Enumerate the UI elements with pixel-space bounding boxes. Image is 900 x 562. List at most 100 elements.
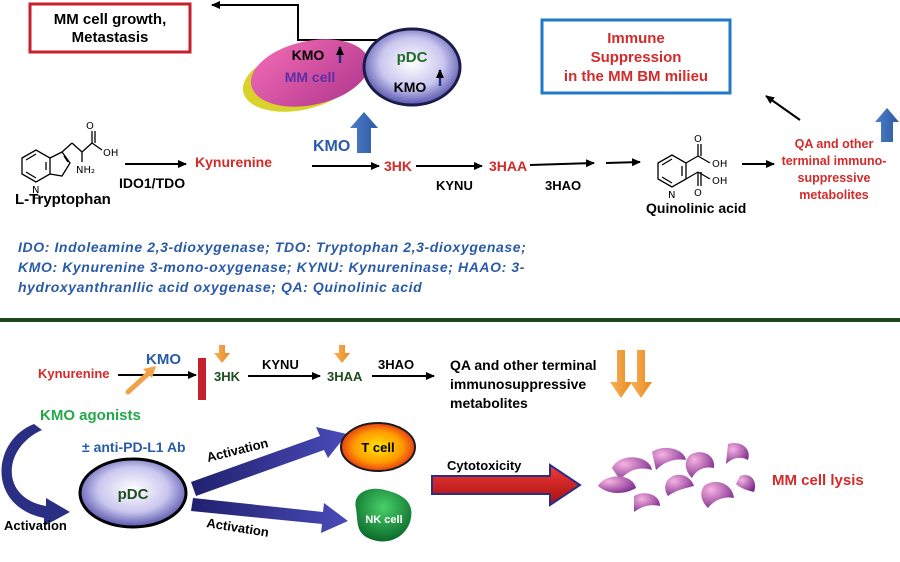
ido-tdo-label: IDO1/TDO <box>119 175 185 191</box>
quinolinic-o1-label: O <box>694 134 702 145</box>
tryptophan-oh-label: OH <box>103 148 118 159</box>
bottom-kynu-label: KYNU <box>262 357 299 372</box>
lysis-fragment <box>726 442 749 464</box>
mm-cell-kmo-label: KMO <box>292 47 325 63</box>
agonist-diagonal-arrow <box>125 369 153 395</box>
activation-nk-cell-arrow <box>191 498 348 533</box>
qa-up-arrow-icon <box>875 108 899 142</box>
bottom-qa-text: QA and other terminal immunosuppressive … <box>450 357 597 411</box>
activation-t-cell-arrow <box>191 427 347 496</box>
top-pdc-label: pDC <box>397 49 428 66</box>
bottom-qa-line-2: immunosuppressive <box>450 376 586 392</box>
abbreviation-line-3: hydroxyanthranllic acid oxygenase; QA: Q… <box>18 279 422 295</box>
tryptophan-atom-labels: O OH NH₂ N H <box>32 121 118 205</box>
top-3haa-label: 3HAA <box>489 158 527 174</box>
top-3hk-label: 3HK <box>384 158 412 174</box>
kmo-up-label: KMO <box>313 138 350 155</box>
top-kynurenine-label: Kynurenine <box>195 154 272 170</box>
qa-down-arrow-2 <box>630 350 652 398</box>
lysis-fragment <box>736 474 756 492</box>
to-quinolinic-arrow <box>605 158 641 167</box>
tryptophan-o-label: O <box>86 121 94 132</box>
tryptophan-nh2-label: NH₂ <box>76 165 95 176</box>
immune-box-border <box>540 18 732 95</box>
immune-box-line-3: in the MM BM milieu <box>564 68 708 85</box>
bottom-kynurenine-label: Kynurenine <box>38 366 110 381</box>
bottom-pdc-label: pDC <box>118 486 149 503</box>
tryptophan-pyrrole-ring <box>49 151 71 177</box>
nk-cell <box>355 488 412 542</box>
immune-box-line-1: Immune <box>607 30 665 47</box>
tryptophan-structure <box>21 131 103 183</box>
nk-cell-label: NK cell <box>365 514 402 526</box>
growth-box-line-1: MM cell growth, <box>54 11 167 28</box>
3haa-down-arrow-icon <box>334 345 350 363</box>
growth-box-border <box>28 2 192 54</box>
tryptophan-h-label: H <box>33 194 41 205</box>
activation-left-label: Activation <box>4 518 67 533</box>
top-pdc-kmo-label: KMO <box>394 79 427 95</box>
top-qa-line-1: QA and other <box>795 137 874 151</box>
lysis-fragment <box>685 452 715 478</box>
top-kynu-label: KYNU <box>436 178 473 193</box>
t-cell-label: T cell <box>361 440 394 455</box>
lysis-fragment <box>652 447 686 470</box>
bottom-pdc-cell <box>78 457 188 529</box>
top-qa-text: QA and other terminal immuno- suppressiv… <box>782 137 887 202</box>
3hao-arrow <box>529 159 595 168</box>
bottom-kmo-label: KMO <box>146 351 181 368</box>
top-pdc-cell <box>362 27 462 107</box>
lysis-fragments <box>598 442 756 512</box>
bottom-3hk-label: 3HK <box>214 369 241 384</box>
cytotoxicity-arrow <box>431 463 582 507</box>
lysis-fragment <box>598 476 636 493</box>
activation-bottom-label: Activation <box>206 515 270 540</box>
anti-pdl1-label: ± anti-PD-L1 Ab <box>82 439 186 455</box>
quinolinic-o2-label: O <box>694 188 702 199</box>
quinolinic-label: Quinolinic acid <box>646 200 746 216</box>
bottom-qa-line-3: metabolites <box>450 395 528 411</box>
mm-lysis-label: MM cell lysis <box>772 472 864 489</box>
lysis-fragment <box>701 482 734 508</box>
lysis-fragment <box>665 474 694 496</box>
lysis-fragment <box>634 493 660 512</box>
immune-box: Immune Suppression in the MM BM milieu <box>540 18 732 95</box>
abbreviation-line-1: IDO: Indoleamine 2,3-dioxygenase; TDO: T… <box>18 239 526 255</box>
quinolinic-atom-labels: O OH OH O N <box>668 134 727 201</box>
inhibition-bar <box>198 358 206 400</box>
quinolinic-oh1-label: OH <box>712 159 727 170</box>
3hk-down-arrow-icon <box>214 345 230 363</box>
qa-to-immune-arrow <box>765 95 801 121</box>
section-divider <box>0 318 900 322</box>
immune-box-line-2: Suppression <box>591 49 682 66</box>
growth-box: MM cell growth, Metastasis <box>28 2 192 54</box>
lysis-fragment <box>612 457 652 480</box>
tryptophan-label: L-Tryptophan <box>15 191 111 208</box>
quinolinic-n-label: N <box>668 190 675 201</box>
quinolinic-oh2-label: OH <box>712 176 727 187</box>
bottom-qa-line-1: QA and other terminal <box>450 357 597 373</box>
t-cell <box>340 422 416 472</box>
curved-activation-arrow <box>1 424 71 526</box>
abbreviation-line-2: KMO: Kynurenine 3-mono-oxygenase; KYNU: … <box>18 259 525 275</box>
top-3hao-label: 3HAO <box>545 178 581 193</box>
top-qa-line-2: terminal immuno- <box>782 154 887 168</box>
tryptophan-n-label: N <box>32 185 39 196</box>
top-qa-line-4: metabolites <box>799 188 869 202</box>
agonist-diagonal-arrowhead <box>143 366 156 378</box>
pdc-to-growth-arrow <box>211 1 380 41</box>
kmo-up-arrow-icon <box>350 112 378 153</box>
quinolinic-structure <box>657 144 711 188</box>
bottom-3haa-label: 3HAA <box>327 369 363 384</box>
mm-pdc-cluster: MM cell KMO pDC KMO <box>242 27 462 112</box>
mm-cell-label: MM cell <box>285 69 336 85</box>
top-qa-line-3: suppressive <box>798 171 871 185</box>
qa-down-arrow-1 <box>610 350 632 398</box>
growth-box-line-2: Metastasis <box>72 29 149 46</box>
bottom-3hao-label: 3HAO <box>378 357 414 372</box>
abbreviations: IDO: Indoleamine 2,3-dioxygenase; TDO: T… <box>18 239 526 295</box>
cytotoxicity-label: Cytotoxicity <box>447 458 522 473</box>
kmo-agonists-label: KMO agonists <box>40 407 141 424</box>
